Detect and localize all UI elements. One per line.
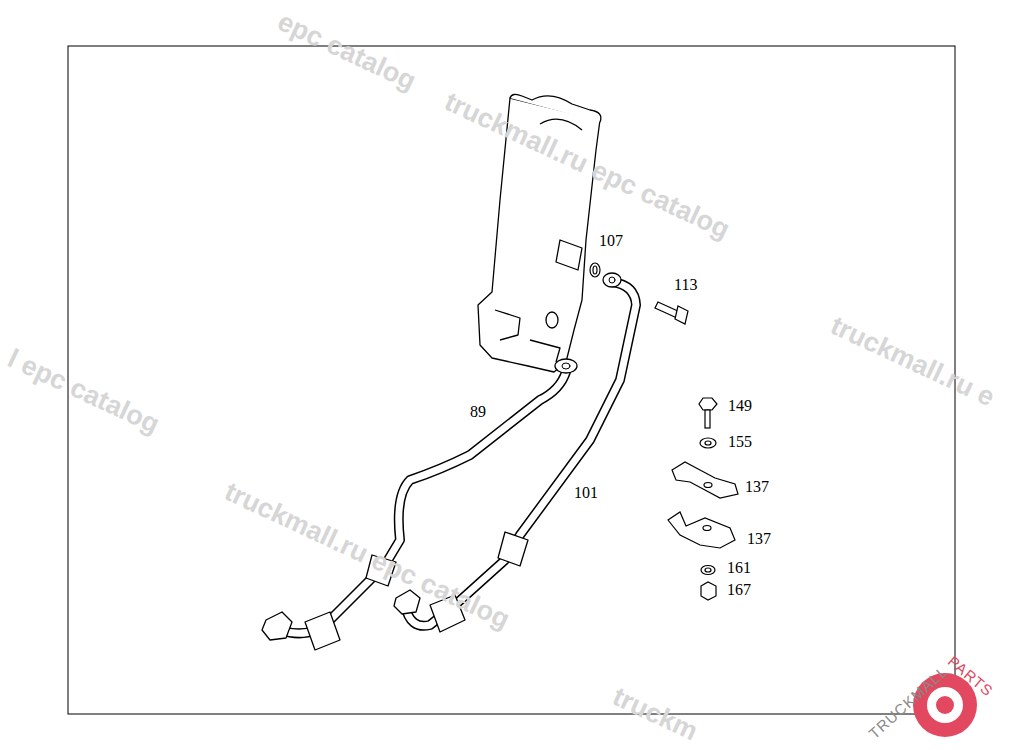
logo-text: TRUCKMALL (866, 663, 950, 741)
callout-number: 113 (673, 277, 698, 293)
logo-text: PARTS (945, 653, 996, 699)
watermark: truckmall.ru e (827, 312, 999, 411)
watermark: truckm (609, 683, 702, 746)
small-parts (590, 263, 738, 600)
callout-number: 137 (744, 479, 770, 495)
callout-number: 155 (727, 434, 753, 450)
watermark: l epc catalog (4, 345, 164, 439)
callout-number: 101 (573, 485, 599, 501)
watermark: truckmall.ru epc catalog (221, 478, 514, 634)
hose-89 (262, 359, 577, 650)
callout-number: 107 (598, 233, 624, 249)
callout-number: 137 (746, 531, 772, 547)
callout-number: 149 (727, 398, 753, 414)
watermark: epc catalog (274, 8, 420, 95)
watermark: truckmall.ru epc catalog (441, 88, 734, 244)
frame (68, 46, 955, 714)
callout-number: 161 (726, 560, 752, 576)
callout-number: 89 (469, 404, 487, 420)
callout-number: 167 (726, 582, 752, 598)
